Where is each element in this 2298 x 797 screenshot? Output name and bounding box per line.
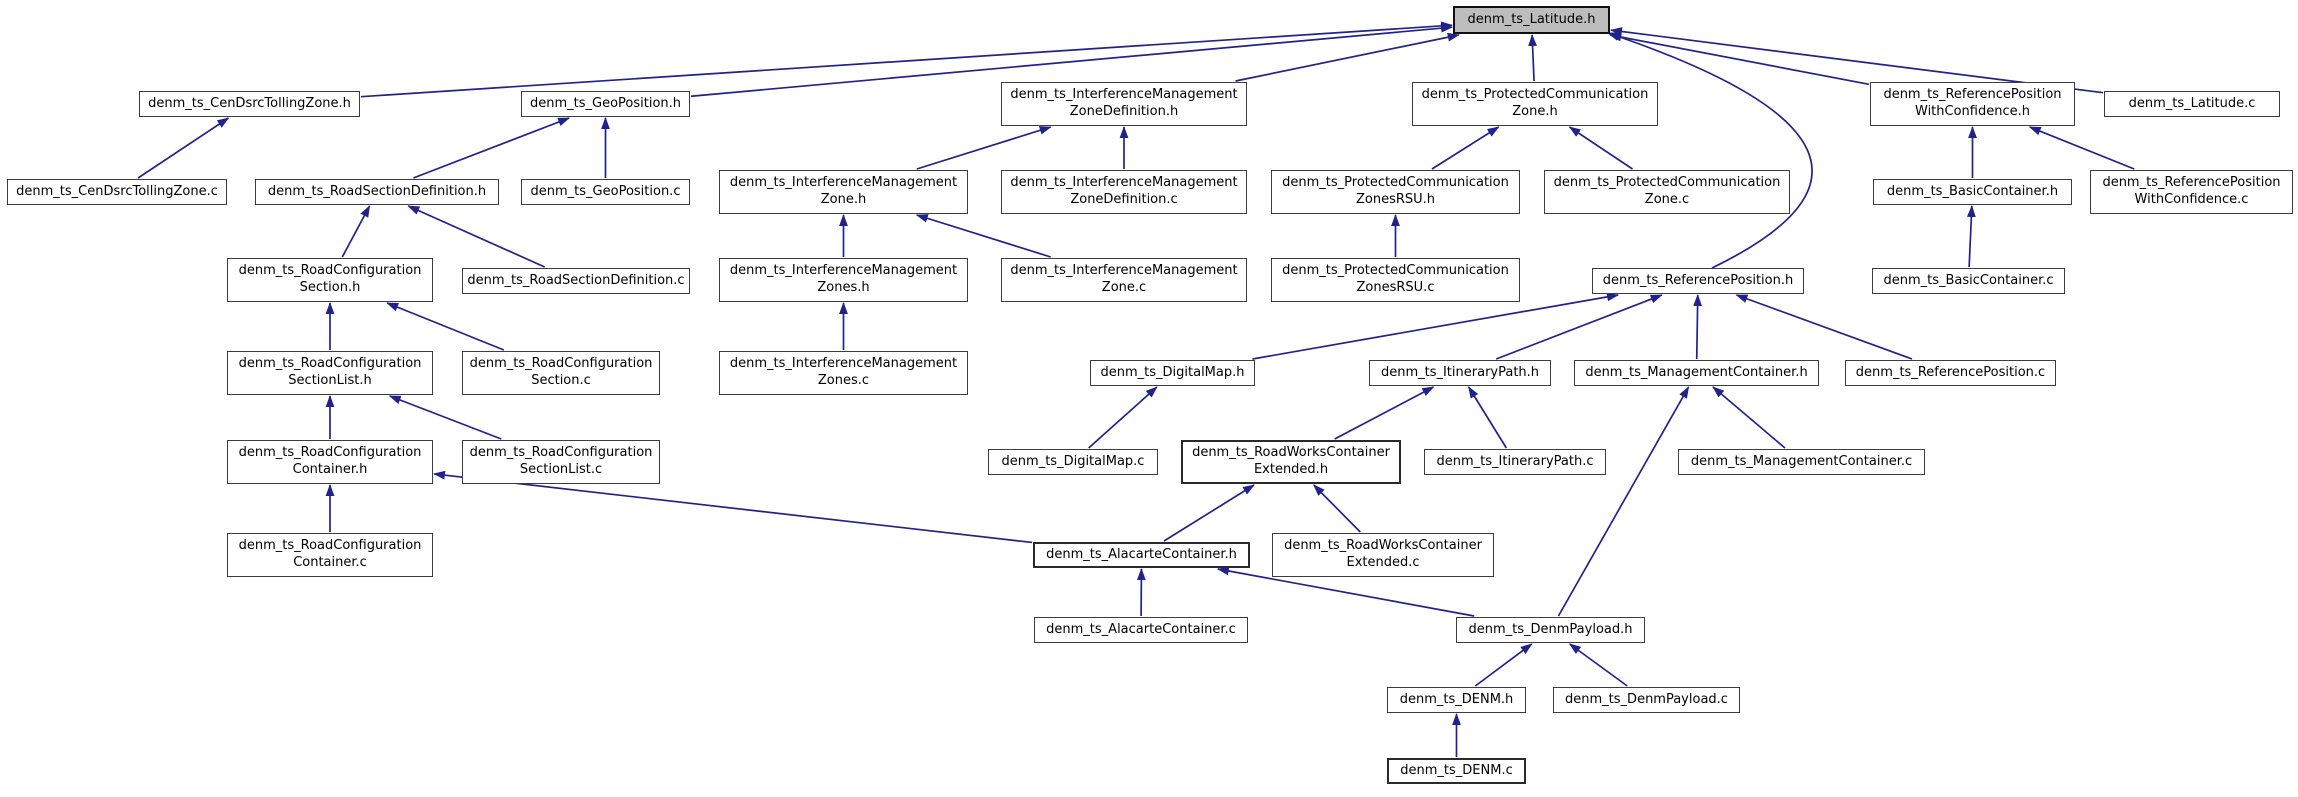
graph-node-cen_c[interactable]: denm_ts_CenDsrcTollingZone.c bbox=[7, 179, 227, 205]
graph-node-dm_h[interactable]: denm_ts_DigitalMap.h bbox=[1090, 360, 1255, 386]
include-edge-rpwc_h-to-lat_h bbox=[1609, 32, 1870, 86]
graph-node-imz_c[interactable]: denm_ts_InterferenceManagement Zone.c bbox=[1001, 258, 1247, 302]
include-edge-ip_c-to-ip_h bbox=[1467, 386, 1508, 449]
include-edge-rp_c-to-rp_h bbox=[1735, 294, 1913, 360]
include-edge-imz_c-to-imz_h bbox=[915, 214, 1051, 258]
include-edge-pczr_h-to-pcz_h bbox=[1431, 126, 1500, 170]
include-edge-imzd_h-to-lat_h bbox=[1235, 32, 1460, 82]
graph-node-rcc_h[interactable]: denm_ts_RoadConfiguration Container.h bbox=[227, 440, 433, 484]
graph-node-pcz_c[interactable]: denm_ts_ProtectedCommunication Zone.c bbox=[1544, 170, 1790, 214]
graph-node-denm_c[interactable]: denm_ts_DENM.c bbox=[1387, 758, 1526, 784]
graph-node-rcsl_h[interactable]: denm_ts_RoadConfiguration SectionList.h bbox=[227, 351, 433, 395]
graph-node-dm_c[interactable]: denm_ts_DigitalMap.c bbox=[988, 449, 1158, 475]
graph-node-bc_h[interactable]: denm_ts_BasicContainer.h bbox=[1873, 179, 2072, 205]
include-edge-rp_h-to-lat_h bbox=[1607, 32, 1813, 269]
graph-node-imzd_h[interactable]: denm_ts_InterferenceManagement ZoneDefin… bbox=[1001, 82, 1247, 126]
graph-node-lat_c[interactable]: denm_ts_Latitude.c bbox=[2104, 91, 2280, 117]
include-edge-rcs_h-to-rsd_h bbox=[341, 205, 371, 258]
graph-node-geo_h[interactable]: denm_ts_GeoPosition.h bbox=[521, 91, 690, 117]
graph-node-rpwc_c[interactable]: denm_ts_ReferencePosition WithConfidence… bbox=[2090, 170, 2293, 214]
include-edge-rwce_h-to-ip_h bbox=[1334, 386, 1435, 440]
graph-node-imzs_c[interactable]: denm_ts_InterferenceManagement Zones.c bbox=[719, 351, 968, 395]
include-edge-cen_c-to-cen_h bbox=[137, 117, 230, 179]
graph-node-rcc_c[interactable]: denm_ts_RoadConfiguration Container.c bbox=[227, 533, 433, 577]
graph-node-denm_h[interactable]: denm_ts_DENM.h bbox=[1387, 687, 1526, 713]
graph-node-rwce_c[interactable]: denm_ts_RoadWorksContainer Extended.c bbox=[1272, 533, 1494, 577]
graph-node-mc_h[interactable]: denm_ts_ManagementContainer.h bbox=[1574, 360, 1819, 386]
include-edge-rcs_c-to-rcs_h bbox=[386, 302, 505, 351]
include-edge-mc_h-to-rp_h bbox=[1693, 294, 1702, 360]
include-edge-pcz_h-to-lat_h bbox=[1528, 34, 1537, 82]
graph-node-alc_h[interactable]: denm_ts_AlacarteContainer.h bbox=[1033, 542, 1250, 568]
include-edge-alc_h-to-rcc_h bbox=[433, 470, 1033, 544]
include-edge-dm_h-to-rp_h bbox=[1252, 292, 1620, 360]
graph-node-cen_h[interactable]: denm_ts_CenDsrcTollingZone.h bbox=[139, 91, 360, 117]
include-edge-rwce_c-to-rwce_h bbox=[1313, 484, 1361, 533]
include-edge-rsd_h-to-geo_h bbox=[413, 117, 571, 179]
graph-node-pczr_h[interactable]: denm_ts_ProtectedCommunication ZonesRSU.… bbox=[1271, 170, 1520, 214]
include-edge-dp_c-to-dp_h bbox=[1568, 643, 1628, 687]
graph-node-rp_h[interactable]: denm_ts_ReferencePosition.h bbox=[1592, 268, 1804, 294]
include-edge-rcsl_c-to-rcsl_h bbox=[388, 395, 502, 440]
graph-node-lat_h[interactable]: denm_ts_Latitude.h bbox=[1453, 6, 1610, 34]
graph-node-dp_c[interactable]: denm_ts_DenmPayload.c bbox=[1553, 687, 1740, 713]
include-edge-rpwc_c-to-rpwc_h bbox=[2028, 126, 2135, 170]
graph-node-imz_h[interactable]: denm_ts_InterferenceManagement Zone.h bbox=[719, 170, 968, 214]
graph-node-rpwc_h[interactable]: denm_ts_ReferencePosition WithConfidence… bbox=[1870, 82, 2075, 126]
graph-node-rwce_h[interactable]: denm_ts_RoadWorksContainer Extended.h bbox=[1181, 440, 1401, 484]
graph-node-dp_h[interactable]: denm_ts_DenmPayload.h bbox=[1456, 617, 1645, 643]
graph-node-imzs_h[interactable]: denm_ts_InterferenceManagement Zones.h bbox=[719, 258, 968, 302]
graph-node-geo_c[interactable]: denm_ts_GeoPosition.c bbox=[521, 179, 690, 205]
include-edge-bc_c-to-bc_h bbox=[1966, 205, 1976, 268]
graph-node-rcs_h[interactable]: denm_ts_RoadConfiguration Section.h bbox=[227, 258, 433, 302]
include-edge-ip_h-to-rp_h bbox=[1495, 294, 1663, 360]
include-edge-alc_h-to-rwce_h bbox=[1163, 484, 1255, 542]
include-edge-mc_c-to-mc_h bbox=[1712, 386, 1786, 449]
graph-node-mc_c[interactable]: denm_ts_ManagementContainer.c bbox=[1678, 449, 1925, 475]
include-edge-cen_h-to-lat_h bbox=[360, 21, 1453, 98]
graph-node-rsd_c[interactable]: denm_ts_RoadSectionDefinition.c bbox=[462, 268, 690, 294]
graph-node-ip_c[interactable]: denm_ts_ItineraryPath.c bbox=[1424, 449, 1606, 475]
graph-node-rcsl_c[interactable]: denm_ts_RoadConfiguration SectionList.c bbox=[462, 440, 660, 484]
include-edge-imz_h-to-imzd_h bbox=[916, 126, 1052, 170]
graph-node-imzd_c[interactable]: denm_ts_InterferenceManagement ZoneDefin… bbox=[1001, 170, 1247, 214]
graph-node-bc_c[interactable]: denm_ts_BasicContainer.c bbox=[1872, 268, 2065, 294]
graph-node-rp_c[interactable]: denm_ts_ReferencePosition.c bbox=[1845, 360, 2056, 386]
include-edge-denm_h-to-dp_h bbox=[1474, 643, 1533, 687]
graph-node-rsd_h[interactable]: denm_ts_RoadSectionDefinition.h bbox=[255, 179, 499, 205]
include-edge-dm_c-to-dm_h bbox=[1088, 386, 1158, 449]
graph-node-pczr_c[interactable]: denm_ts_ProtectedCommunication ZonesRSU.… bbox=[1271, 258, 1520, 302]
include-edge-dp_h-to-mc_h bbox=[1557, 386, 1690, 617]
graph-node-ip_h[interactable]: denm_ts_ItineraryPath.h bbox=[1369, 360, 1551, 386]
graph-node-alc_c[interactable]: denm_ts_AlacarteContainer.c bbox=[1034, 617, 1248, 643]
include-edge-pcz_c-to-pcz_h bbox=[1568, 126, 1633, 170]
graph-node-pcz_h[interactable]: denm_ts_ProtectedCommunication Zone.h bbox=[1412, 82, 1658, 126]
graph-node-rcs_c[interactable]: denm_ts_RoadConfiguration Section.c bbox=[462, 351, 660, 395]
